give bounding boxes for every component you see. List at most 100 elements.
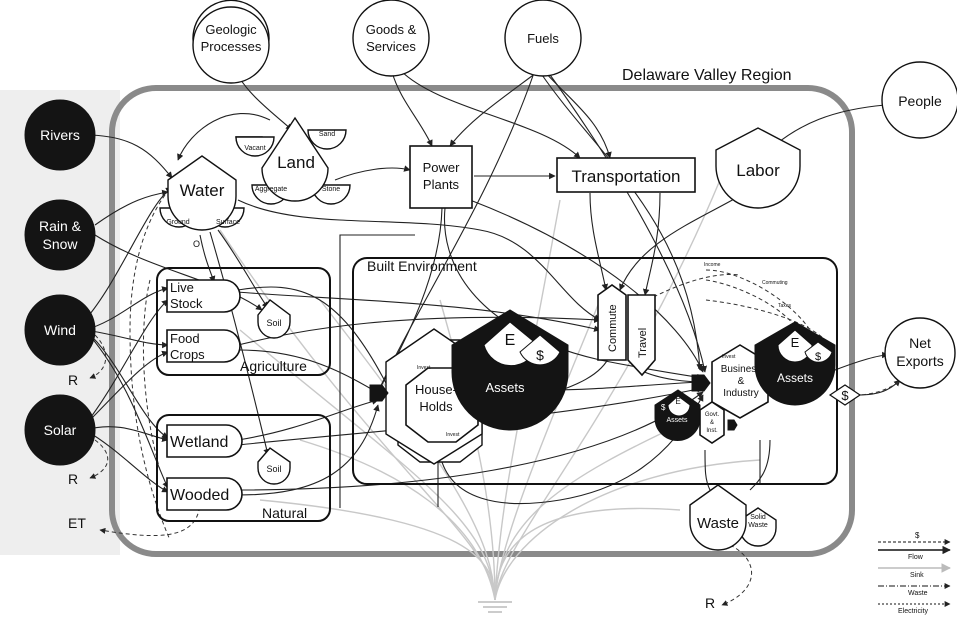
water-o-label: O	[193, 239, 200, 249]
water-part-ground: Ground	[166, 219, 189, 226]
transportation: Transportation	[556, 157, 696, 193]
commute-label: Commute	[607, 304, 619, 352]
region-title: Delaware Valley Region	[622, 67, 792, 84]
power-plants-label-2: Plants	[423, 177, 460, 192]
goods-label-1: Goods &	[366, 22, 417, 37]
wind-label: Wind	[44, 322, 76, 338]
agriculture-group: Agriculture Live Stock Food Crops Soil	[156, 267, 331, 376]
water-part-surface: Surface	[216, 219, 240, 226]
legend-sink-label: Sink	[910, 572, 924, 579]
assets-govt-dollar: $	[661, 403, 666, 412]
business-label-1: Business	[721, 364, 762, 375]
agriculture-label: Agriculture	[240, 358, 307, 374]
business-label-3: Industry	[723, 388, 759, 399]
legend: $ Flow Sink Waste Electricity	[878, 531, 951, 615]
gov-label-1: Govt.	[705, 412, 720, 418]
waste-label: Waste	[697, 515, 739, 532]
food-crops-label-2: Crops	[170, 347, 205, 362]
waste-part-2: Waste	[748, 522, 768, 529]
legend-flow-label: Flow	[908, 554, 924, 561]
flow-income-label: Income	[704, 262, 721, 268]
fuels-label: Fuels	[527, 31, 559, 46]
labor-label: Labor	[736, 161, 780, 180]
assets-govt-e: E	[675, 397, 680, 406]
gov-label-2: &	[710, 420, 714, 426]
wooded-label: Wooded	[170, 487, 229, 504]
legend-waste-label: Waste	[908, 590, 928, 597]
food-crops-label-1: Food	[170, 331, 200, 346]
natural-label: Natural	[262, 505, 307, 521]
legend-electricity-label: Electricity	[898, 608, 928, 615]
land-part-sand: Sand	[319, 131, 335, 138]
land-label: Land	[277, 153, 315, 172]
live-stock-label-1: Live	[170, 280, 194, 295]
assets-business-e: E	[791, 335, 800, 350]
source-fuels: Fuels	[504, 0, 582, 77]
business-industry: Business & Industry Income Commuting Tax…	[691, 262, 792, 419]
wetland-label: Wetland	[170, 434, 228, 451]
net-exports-label-2: Exports	[896, 353, 943, 369]
assets-households-dollar: $	[536, 347, 544, 363]
gov-label-3: Inst.	[706, 428, 718, 434]
land-part-vacant: Vacant	[244, 145, 265, 152]
waste-storage: Solid Waste Waste	[689, 484, 777, 551]
assets-households-label: Assets	[485, 380, 525, 395]
sink-lines	[219, 179, 761, 613]
assets-govt: E $ Assets	[654, 389, 701, 441]
commute-travel: Commute Travel	[597, 284, 656, 377]
legend-dollar-label: $	[915, 531, 920, 540]
exports-dollar: $	[841, 388, 849, 403]
source-wind: Wind	[24, 294, 96, 366]
people-label: People	[898, 93, 942, 109]
land-part-stone: Stone	[322, 186, 340, 193]
output-et: ET	[68, 515, 86, 531]
source-geologic: Geologic Processes	[192, 0, 270, 84]
output-r-2: R	[68, 471, 78, 487]
built-environment-label: Built Environment	[367, 258, 477, 274]
rain-label-2: Snow	[42, 236, 78, 252]
water-storage: Water Ground Surface O	[159, 155, 245, 249]
households-label-1: House-	[415, 382, 457, 397]
source-goods: Goods & Services	[352, 0, 430, 77]
natural-group: Natural Wetland Wooded Soil	[156, 414, 331, 522]
rivers-label: Rivers	[40, 127, 80, 143]
goods-label-2: Services	[366, 39, 416, 54]
land-storage: Land Vacant Sand Aggregate Stone	[235, 116, 351, 205]
travel-label: Travel	[637, 328, 649, 358]
source-solar: Solar	[24, 394, 96, 466]
households-invest-label-2: Invest	[446, 432, 460, 438]
source-rivers: Rivers	[24, 99, 96, 171]
assets-govt-label: Assets	[666, 417, 688, 424]
live-stock-label-2: Stock	[170, 296, 203, 311]
waste-part-1: Solid	[750, 514, 766, 521]
assets-business-label: Assets	[777, 371, 813, 385]
assets-households-e: E	[505, 332, 516, 349]
flow-commuting-label: Commuting	[762, 280, 788, 286]
region-boundary	[109, 85, 855, 557]
natural-soil-label: Soil	[266, 464, 281, 474]
assets-business: E $ Assets	[754, 321, 836, 406]
source-people: People	[881, 61, 957, 139]
output-r-1: R	[68, 372, 78, 388]
geologic-label-1: Geologic	[205, 22, 257, 37]
households-label-2: Holds	[419, 399, 453, 414]
agri-soil-label: Soil	[266, 318, 281, 328]
land-part-aggregate: Aggregate	[255, 186, 287, 193]
source-rain: Rain & Snow	[24, 199, 96, 271]
power-plants-label-1: Power	[423, 160, 461, 175]
govt-inst: Govt. & Inst.	[699, 401, 738, 444]
built-environment-group: Built Environment	[352, 257, 838, 485]
labor-storage: Labor	[715, 127, 801, 209]
output-r-3: R	[705, 595, 715, 611]
water-label: Water	[180, 181, 225, 200]
rain-label-1: Rain &	[39, 218, 82, 234]
assets-business-dollar: $	[815, 351, 821, 363]
net-exports-label-1: Net	[909, 335, 931, 351]
assets-households: E $ Assets	[451, 309, 569, 431]
geologic-label-2: Processes	[201, 39, 262, 54]
flow-taxes-label: Taxes	[778, 303, 792, 309]
business-label-2: &	[738, 376, 745, 387]
solar-label: Solar	[44, 422, 77, 438]
households-invest-label-1: Invest	[417, 365, 431, 371]
